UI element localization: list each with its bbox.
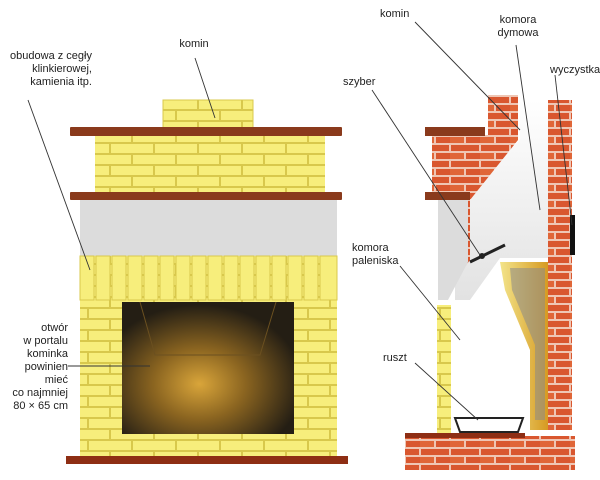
front-upper-brickwork bbox=[95, 136, 325, 192]
front-chimney bbox=[162, 99, 254, 129]
front-mantel-shelf bbox=[70, 192, 342, 200]
label-smoke-chamber-line2: dymowa bbox=[497, 27, 539, 39]
firebox-inner-edge bbox=[139, 301, 277, 356]
leader-lines bbox=[27, 21, 573, 421]
firebox-cavity bbox=[510, 268, 545, 420]
label-opening-line3: kominka bbox=[27, 348, 68, 360]
front-view bbox=[66, 99, 348, 464]
label-opening-line5: mieć bbox=[44, 374, 68, 386]
grate-shape bbox=[453, 417, 525, 433]
label-opening-line1: otwór bbox=[41, 322, 68, 334]
section-front-face bbox=[437, 305, 451, 433]
label-section-chimney: komin bbox=[380, 8, 410, 20]
label-cladding-line2: klinkierowej, bbox=[32, 63, 92, 75]
damper-plate bbox=[469, 243, 506, 264]
smoke-chamber-space bbox=[455, 100, 548, 300]
label-firebox-line1: komora bbox=[352, 242, 389, 254]
front-lintel bbox=[80, 200, 337, 256]
label-cleanout: wyczystka bbox=[550, 64, 600, 76]
section-view bbox=[405, 95, 575, 470]
section-hearth-edge bbox=[405, 433, 525, 438]
section-hearth bbox=[405, 436, 575, 470]
label-cladding-line1: obudowa z cegły bbox=[10, 50, 92, 62]
label-cladding-line3: kamienia itp. bbox=[30, 76, 92, 88]
section-top-shelf bbox=[425, 127, 485, 136]
label-opening-line2: w portalu bbox=[23, 335, 68, 347]
label-grate: ruszt bbox=[383, 352, 407, 364]
firebox-opening bbox=[122, 302, 294, 434]
label-opening-line4: powinien bbox=[24, 361, 68, 373]
soldier-course bbox=[79, 255, 338, 301]
front-base bbox=[66, 456, 348, 464]
label-damper: szyber bbox=[343, 76, 376, 88]
label-smoke-chamber-line1: komora bbox=[499, 14, 537, 26]
section-chimney-right-wall bbox=[548, 100, 572, 430]
label-front-chimney: komin bbox=[179, 38, 209, 50]
label-opening-line7: 80 × 65 cm bbox=[13, 400, 68, 412]
front-top-shelf bbox=[70, 127, 342, 136]
label-opening-line6: co najmniej bbox=[12, 387, 68, 399]
section-mantel-shelf bbox=[425, 192, 470, 200]
label-firebox-line2: paleniska bbox=[352, 255, 399, 267]
cleanout-door bbox=[570, 215, 575, 255]
damper-pivot bbox=[479, 253, 485, 259]
